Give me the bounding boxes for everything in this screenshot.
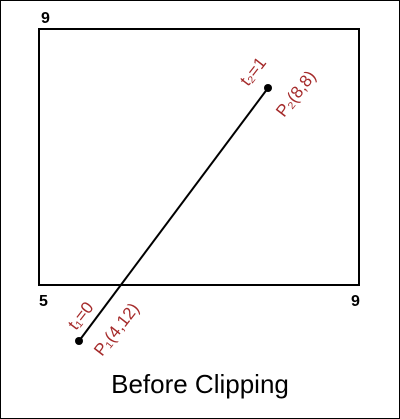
- end-point-marker: [264, 84, 272, 92]
- start-point-label: P₁(4,12): [90, 299, 143, 359]
- line-segment: [78, 87, 269, 342]
- window-bottom-right-value: 9: [351, 293, 360, 310]
- end-point-label: P₂(8,8): [272, 67, 320, 120]
- end-param-label: t₂=1: [236, 54, 270, 90]
- figure-caption: Before Clipping: [111, 369, 289, 399]
- start-param-label: t₁=0: [64, 298, 97, 333]
- window-top-left-value: 9: [41, 10, 50, 27]
- start-point-marker: [75, 337, 83, 345]
- clipping-window: [38, 28, 360, 286]
- window-bottom-left-value: 5: [39, 293, 48, 310]
